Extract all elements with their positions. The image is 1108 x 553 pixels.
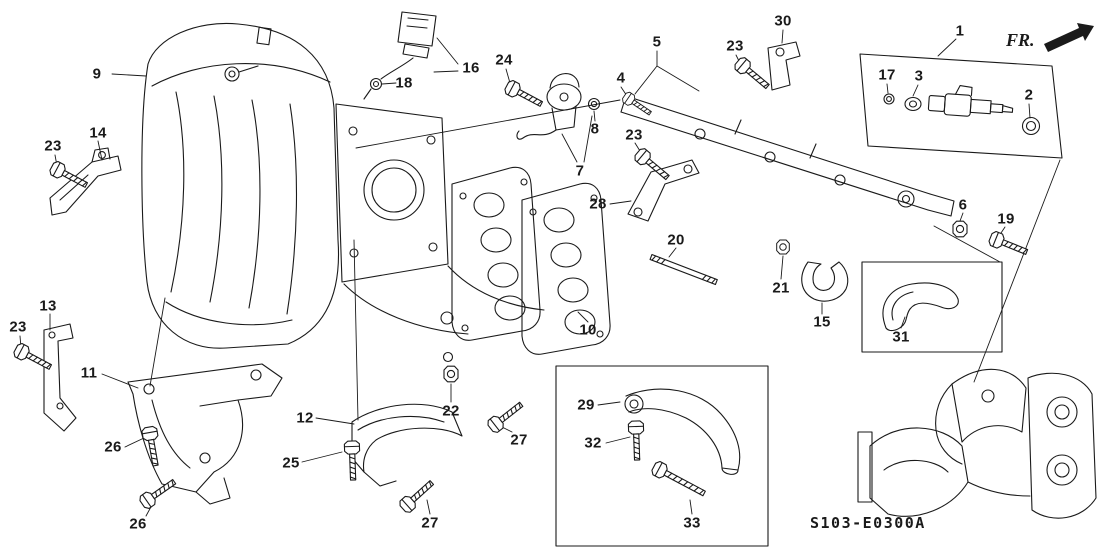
bolt-33 (649, 459, 709, 501)
side-bracket-lower-drawing (43, 323, 77, 432)
lower-bracket-drawing (351, 403, 463, 487)
insulator-gasket-drawing (521, 182, 611, 355)
throttle-body-flange-drawing (335, 103, 545, 335)
injector-detail-box (859, 53, 1063, 159)
rail-stay-bracket-drawing (627, 159, 700, 222)
bolt-24 (502, 78, 546, 112)
injector-oring-drawing (883, 93, 895, 105)
regulator-oring-drawing (587, 97, 601, 111)
bolt-32 (627, 420, 646, 461)
bolt-25 (343, 440, 362, 481)
fuel-rail-drawing (620, 95, 955, 217)
bolt-26-lower (137, 474, 180, 511)
side-bracket-upper-drawing (49, 147, 122, 216)
curved-bracket-drawing (624, 388, 741, 475)
harness-bracket-drawing (767, 41, 801, 91)
intake-manifold-drawing (141, 22, 340, 349)
nut-21 (776, 239, 790, 255)
fuel-injector-drawing (927, 85, 1014, 117)
bolt-27-lower (397, 476, 438, 515)
bolt-23-upper-left (47, 159, 91, 193)
bolt-23-lower-left (11, 341, 55, 375)
port-gasket-drawing (451, 166, 541, 341)
engine-reference-drawing (857, 368, 1097, 519)
bolt-4 (620, 90, 655, 119)
air-guide-drawing (861, 261, 1003, 353)
bracket-inset-box (555, 365, 769, 547)
manifold-stay-drawing (127, 363, 283, 505)
bolt-26-upper (140, 425, 164, 468)
nut-22 (442, 351, 459, 383)
diagram-part-code: S103-E0300A (810, 514, 926, 532)
map-sensor-drawing (363, 11, 437, 100)
stud-20 (649, 254, 718, 286)
hose-clamp-drawing (801, 261, 849, 302)
pressure-regulator-drawing (516, 73, 582, 140)
bolt-23-upper-right (732, 55, 773, 93)
fr-direction-arrow (1044, 23, 1094, 52)
fr-direction-label: FR. (1006, 30, 1035, 50)
nut-6 (952, 220, 968, 238)
injector-seal-drawing (1021, 116, 1041, 136)
injector-cap-drawing (904, 96, 922, 112)
bolt-23-mid (632, 146, 673, 184)
